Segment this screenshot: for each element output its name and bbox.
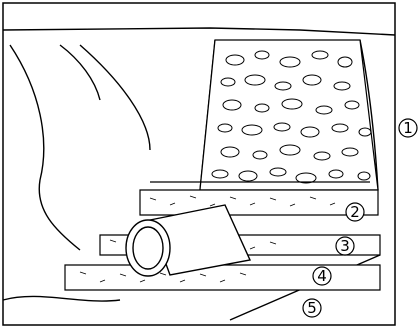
layer1-backfill [200,40,378,190]
svg-text:3: 3 [340,237,350,255]
layer4-step [65,265,380,290]
label-layer2: 2 [346,203,364,221]
label-layer5: 5 [303,299,321,317]
svg-text:4: 4 [317,267,327,285]
svg-text:1: 1 [403,119,413,137]
label-layer3: 3 [336,237,354,255]
svg-text:2: 2 [350,203,360,221]
svg-text:5: 5 [307,299,317,317]
label-layer4: 4 [313,267,331,285]
label-layer1: 1 [399,119,417,137]
